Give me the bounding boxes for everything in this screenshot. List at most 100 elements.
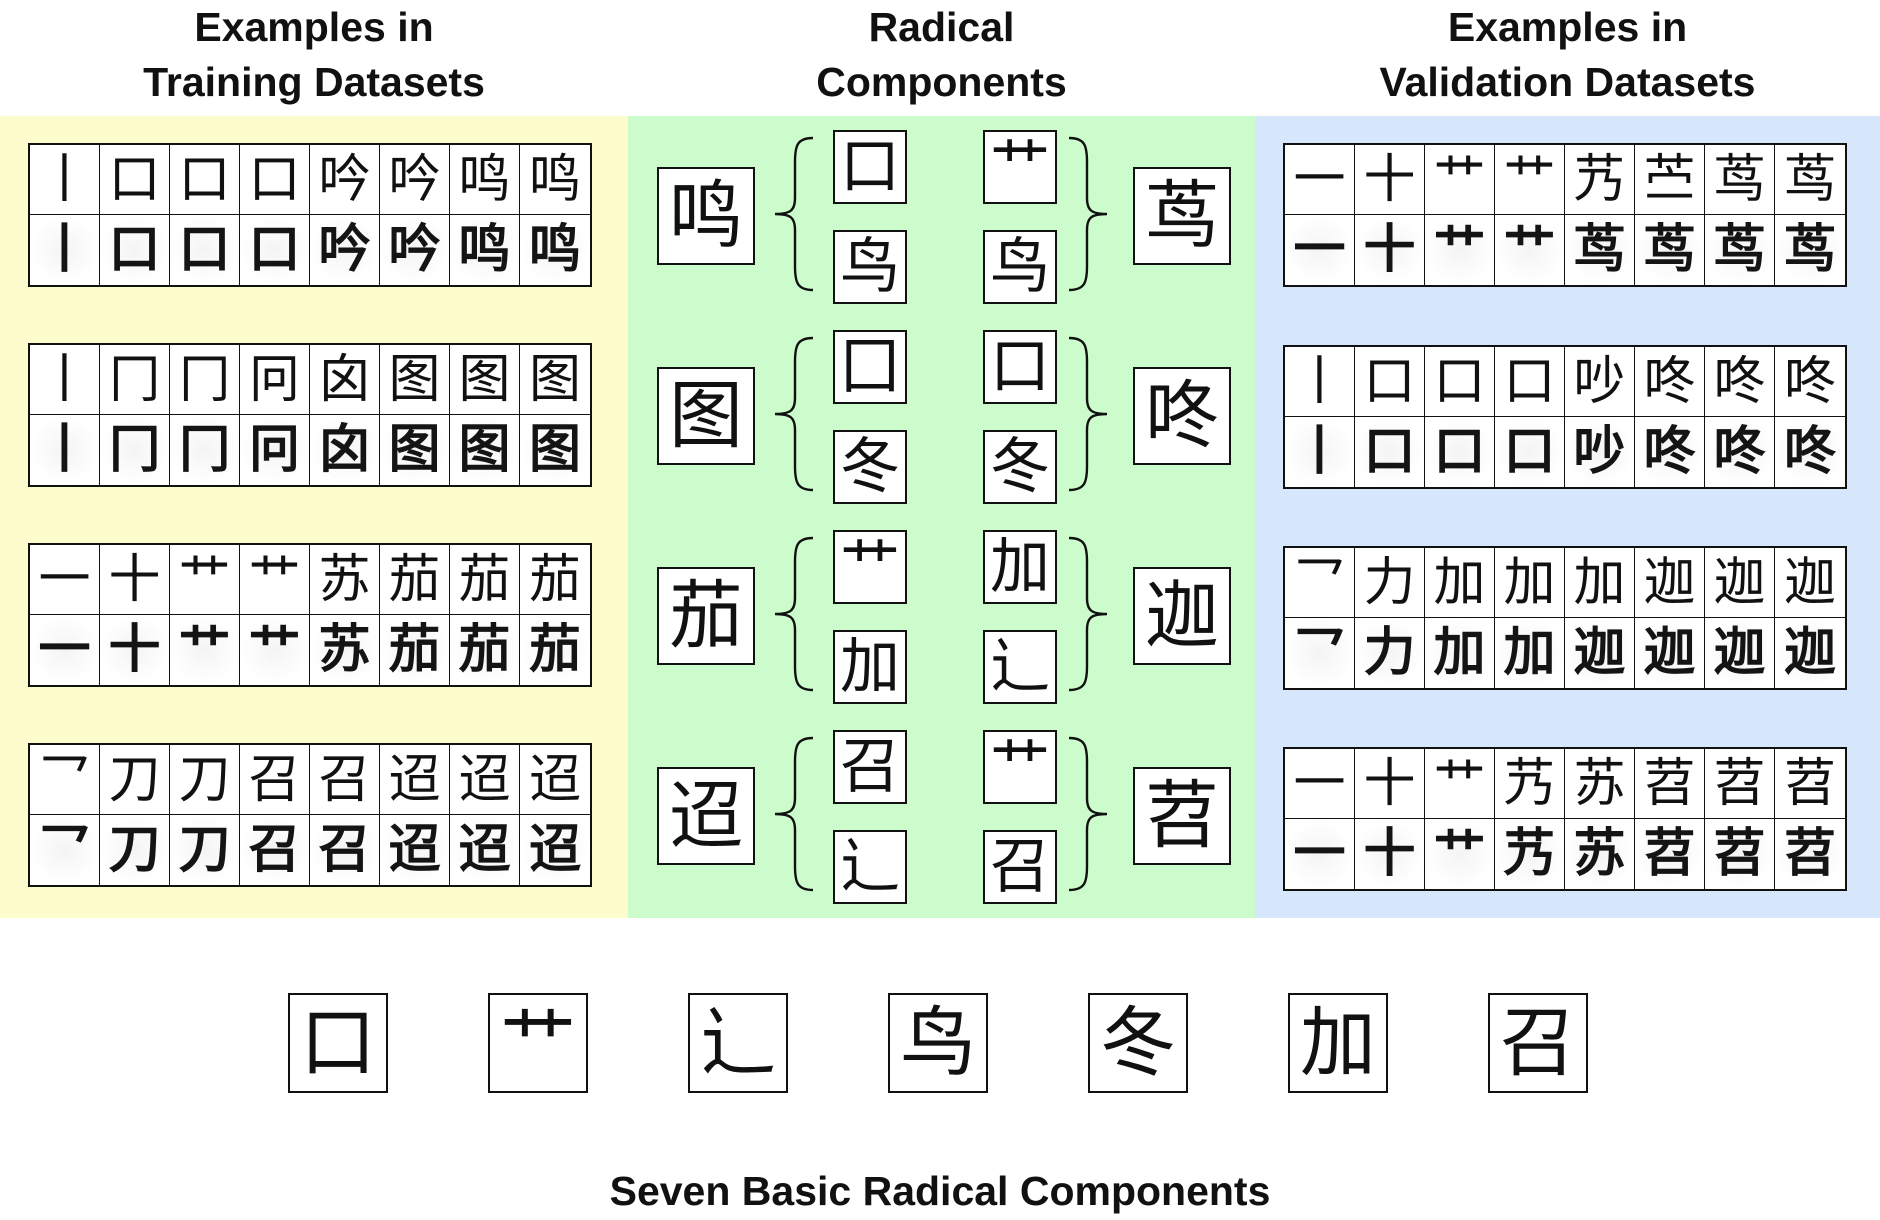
validation-header: Examples in Validation Datasets	[1255, 0, 1880, 105]
stroke-cell: 冂	[100, 345, 170, 415]
stroke-cell: 囟	[310, 345, 380, 415]
stroke-cell: 艹	[170, 615, 240, 685]
basic-component-2: 艹	[488, 993, 588, 1093]
stroke-cell: 一	[30, 615, 100, 685]
stroke-cell: 艹	[240, 615, 310, 685]
left-part-bottom: 辶	[833, 830, 907, 904]
right-part-bottom: 辶	[983, 630, 1057, 704]
stroke-cell: 苕	[1705, 819, 1775, 889]
stroke-cell: 咚	[1635, 417, 1705, 487]
radical-header-line2: Components	[816, 59, 1067, 105]
stroke-cell: 茑	[1635, 215, 1705, 285]
stroke-cell: 冋	[240, 415, 310, 485]
stroke-cell: 口	[240, 215, 310, 285]
stroke-cell: 口	[100, 145, 170, 215]
stroke-cell: 冋	[240, 345, 310, 415]
left-part-bottom: 冬	[833, 430, 907, 504]
stroke-cell: 茑	[1565, 215, 1635, 285]
left-part-top: 口	[833, 130, 907, 204]
stroke-cell: 图	[380, 415, 450, 485]
left-composite-char: 鸣	[657, 167, 755, 265]
radical-header: Radical Components	[628, 0, 1255, 105]
stroke-cell: 口	[170, 145, 240, 215]
left-brace	[774, 336, 814, 492]
stroke-cell: 艹	[170, 545, 240, 615]
stroke-cell: 囟	[310, 415, 380, 485]
stroke-cell: 冂	[100, 415, 170, 485]
stroke-cell: 咚	[1775, 347, 1845, 417]
stroke-cell: 加	[1495, 618, 1565, 688]
stroke-cell: 口	[100, 215, 170, 285]
left-part-top: 召	[833, 730, 907, 804]
right-brace	[1068, 136, 1108, 292]
stroke-cell: 迦	[1565, 618, 1635, 688]
stroke-cell: 苏	[310, 545, 380, 615]
stroke-cell: 口	[1495, 347, 1565, 417]
stroke-cell: 茄	[450, 545, 520, 615]
stroke-cell: 迢	[520, 815, 590, 885]
stroke-cell: 刀	[100, 815, 170, 885]
basic-component-5: 冬	[1088, 993, 1188, 1093]
stroke-cell: 迢	[520, 745, 590, 815]
left-composite-char: 迢	[657, 767, 755, 865]
stroke-cell: 刀	[170, 745, 240, 815]
stroke-cell: 吵	[1565, 347, 1635, 417]
stroke-cell: 口	[1355, 417, 1425, 487]
stroke-cell: 艹	[1495, 145, 1565, 215]
stroke-cell: 迦	[1705, 548, 1775, 618]
stroke-cell: 冂	[170, 345, 240, 415]
stroke-cell: 加	[1565, 548, 1635, 618]
right-brace	[1068, 336, 1108, 492]
stroke-cell: 艿	[1495, 819, 1565, 889]
right-composite-char: 苕	[1133, 767, 1231, 865]
stroke-cell: 加	[1425, 618, 1495, 688]
stroke-cell: 鸣	[520, 145, 590, 215]
right-composite-char: 迦	[1133, 567, 1231, 665]
validation-grid-3: 乛力加加加迦迦迦乛力加加迦迦迦迦	[1283, 546, 1847, 690]
stroke-cell: 迢	[380, 745, 450, 815]
basic-component-4: 鸟	[888, 993, 988, 1093]
stroke-cell: 迢	[450, 745, 520, 815]
stroke-cell: 茑	[1705, 215, 1775, 285]
basic-component-7: 召	[1488, 993, 1588, 1093]
right-part-top: 艹	[983, 730, 1057, 804]
stroke-cell: 咚	[1705, 417, 1775, 487]
stroke-cell: 召	[310, 815, 380, 885]
stroke-cell: 图	[450, 345, 520, 415]
validation-header-line1: Examples in	[1447, 4, 1688, 50]
left-part-bottom: 鸟	[833, 230, 907, 304]
stroke-cell: 冂	[170, 415, 240, 485]
right-part-bottom: 冬	[983, 430, 1057, 504]
right-composite-char: 茑	[1133, 167, 1231, 265]
stroke-cell: 丨	[1285, 417, 1355, 487]
stroke-cell: 吟	[310, 145, 380, 215]
stroke-cell: 茄	[380, 615, 450, 685]
stroke-cell: 乛	[1285, 548, 1355, 618]
basic-component-1: 口	[288, 993, 388, 1093]
training-grid-4: 乛刀刀召召迢迢迢乛刀刀召召迢迢迢	[28, 743, 592, 887]
right-part-bottom: 召	[983, 830, 1057, 904]
stroke-cell: 一	[1285, 145, 1355, 215]
stroke-cell: 苕	[1705, 749, 1775, 819]
stroke-cell: 茑	[1775, 145, 1845, 215]
stroke-cell: 苕	[1635, 749, 1705, 819]
left-part-top: 艹	[833, 530, 907, 604]
stroke-cell: 迦	[1635, 618, 1705, 688]
right-part-top: 艹	[983, 130, 1057, 204]
right-part-top: 加	[983, 530, 1057, 604]
stroke-cell: 口	[1355, 347, 1425, 417]
stroke-cell: 迢	[450, 815, 520, 885]
stroke-cell: 迦	[1775, 618, 1845, 688]
stroke-cell: 艹	[240, 545, 310, 615]
stroke-cell: 艹	[1425, 215, 1495, 285]
stroke-cell: 召	[240, 745, 310, 815]
left-part-top: 囗	[833, 330, 907, 404]
stroke-cell: 迦	[1705, 618, 1775, 688]
right-brace	[1068, 736, 1108, 892]
stroke-cell: 艹	[1425, 749, 1495, 819]
stroke-cell: 鸣	[520, 215, 590, 285]
stroke-cell: 力	[1355, 548, 1425, 618]
stroke-cell: 苎	[1635, 145, 1705, 215]
stroke-cell: 艹	[1425, 819, 1495, 889]
stroke-cell: 艿	[1565, 145, 1635, 215]
